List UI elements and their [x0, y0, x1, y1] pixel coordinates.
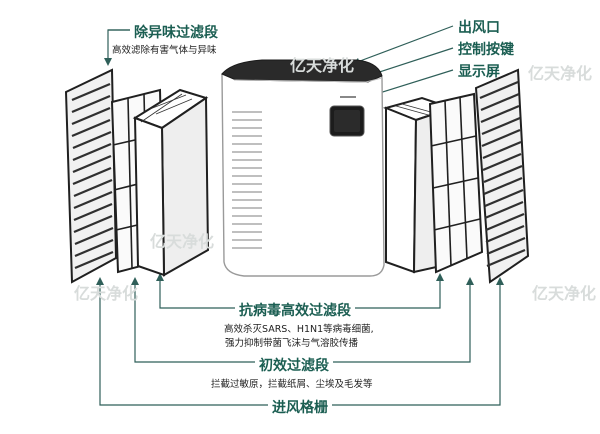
leader-outlet	[351, 25, 454, 65]
watermark-4: 亿天净化	[532, 284, 597, 303]
watermark-2: 亿天净化	[290, 56, 355, 75]
display-label: 显示屏	[458, 64, 500, 80]
hepa-section-desc-2: 强力抑制带菌飞沫与气溶胶传播	[225, 338, 359, 349]
watermark-1: 亿天净化	[74, 284, 139, 303]
deodor-section-desc: 高效滤除有害气体与异味	[112, 45, 217, 56]
watermark-5: 亿天净化	[150, 232, 215, 251]
grille-section-title: 进风格栅	[268, 397, 332, 417]
hepa-section-title: 抗病毒高效过滤段	[235, 300, 355, 320]
right-grille	[474, 68, 530, 284]
deodor-section-title: 除异味过滤段	[134, 25, 218, 41]
outlet-label: 出风口	[458, 20, 500, 36]
watermark-3: 亿天净化	[528, 64, 593, 83]
purifier-body	[221, 59, 385, 277]
control-keys-label: 控制按键	[458, 42, 514, 58]
left-grille	[64, 68, 118, 284]
left-hepa-filter	[132, 88, 210, 277]
primary-section-desc: 拦截过敏原，拦截纸屑、尘埃及毛发等	[211, 379, 373, 390]
right-primary-filter	[428, 92, 484, 274]
hepa-section-desc-1: 高效杀灭SARS、H1N1等病毒细菌,	[224, 324, 374, 335]
primary-section-title: 初效过滤段	[255, 355, 333, 375]
